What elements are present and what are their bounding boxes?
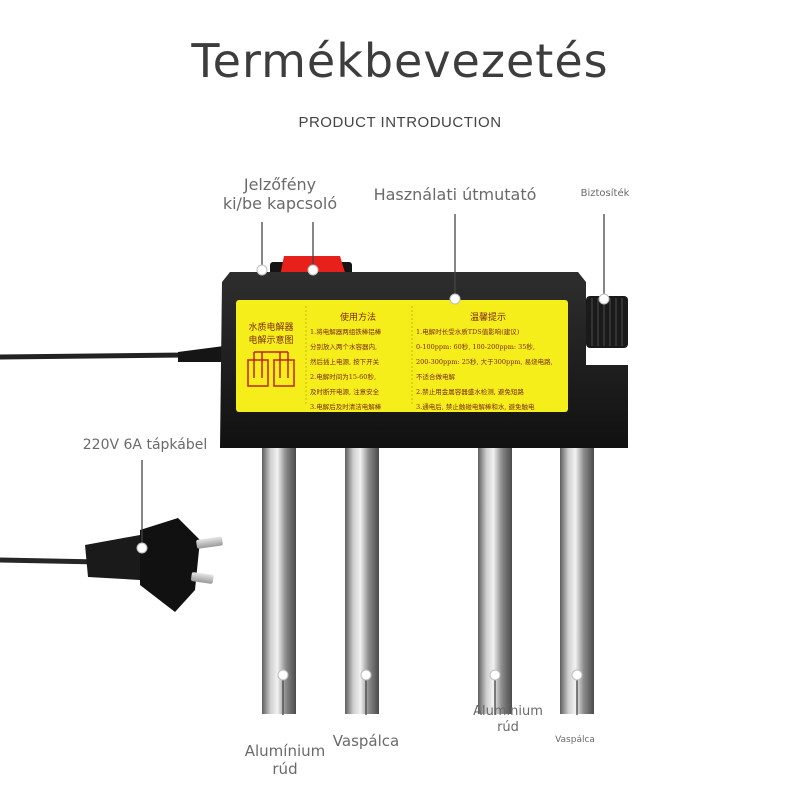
sticker-col1-line: 然后插上电源, 按下开关	[310, 357, 380, 366]
sticker-col2-line: 2.禁止用金属容器盛水检测, 避免短路	[416, 387, 524, 396]
cable-strain-relief	[178, 346, 224, 362]
callout-iron-rod-left: Vaspálca	[332, 732, 400, 750]
fuse-knob-ridges	[591, 298, 623, 346]
callout-usage-guide: Használati útmutató	[373, 185, 537, 204]
sticker-col1-line: 及时断开电源, 注意安全	[310, 387, 380, 396]
sticker-col1-line: 1.将电解器两组铁棒铝棒	[310, 327, 382, 336]
sticker-col2-heading: 温馨提示	[470, 311, 506, 323]
iron-rod-left	[345, 448, 379, 714]
callout-fuse: Biztosíték	[580, 188, 630, 199]
sticker-col2-line: 不适合做电解	[416, 372, 456, 381]
callout-dots	[136, 264, 610, 681]
sticker-col2-line: 200-300ppm: 25秒, 大于300ppm, 易烧电路,	[416, 357, 553, 366]
electrolysis-schematic	[247, 351, 295, 387]
sticker-col1-line: 3.电解后及时清洁电解棒	[310, 402, 382, 411]
sticker-col1-heading: 使用方法	[340, 311, 376, 323]
sticker-col2-line: 3.通电后, 禁止触碰电解棒和水, 避免触电	[416, 402, 535, 411]
fuse-holder	[586, 296, 628, 348]
instruction-sticker	[236, 300, 568, 412]
sticker-col2-line: 0-100ppm: 60秒, 100-200ppm: 35秒,	[416, 342, 535, 351]
page-title: Termékbevezetés	[191, 34, 609, 88]
sticker-col1-line: 分别放入两个水容器内,	[310, 342, 377, 351]
callout-aluminium-rod-left: Alumínium rúd	[244, 742, 326, 778]
sticker-left-title-1: 水质电解器	[248, 321, 293, 333]
callout-aluminium-rod-right: Alumínium rúd	[473, 704, 543, 735]
callout-lines	[141, 214, 605, 715]
sticker-col1-line: 2.电解时间为15-60秒,	[310, 372, 376, 381]
callout-iron-rod-right: Vaspálca	[555, 735, 595, 745]
callout-power-cable: 220V 6A tápkábel	[82, 437, 208, 453]
sticker-left-title-2: 电解示意图	[248, 334, 293, 346]
aluminium-rod-left	[262, 448, 296, 714]
power-plug	[85, 518, 223, 612]
page-subtitle: PRODUCT INTRODUCTION	[298, 114, 502, 131]
callout-indicator-switch: Jelzőfény ki/be kapcsoló	[222, 175, 338, 214]
sticker-col2-line: 1.电解时长受水质TDS值影响(建议)	[416, 327, 520, 336]
